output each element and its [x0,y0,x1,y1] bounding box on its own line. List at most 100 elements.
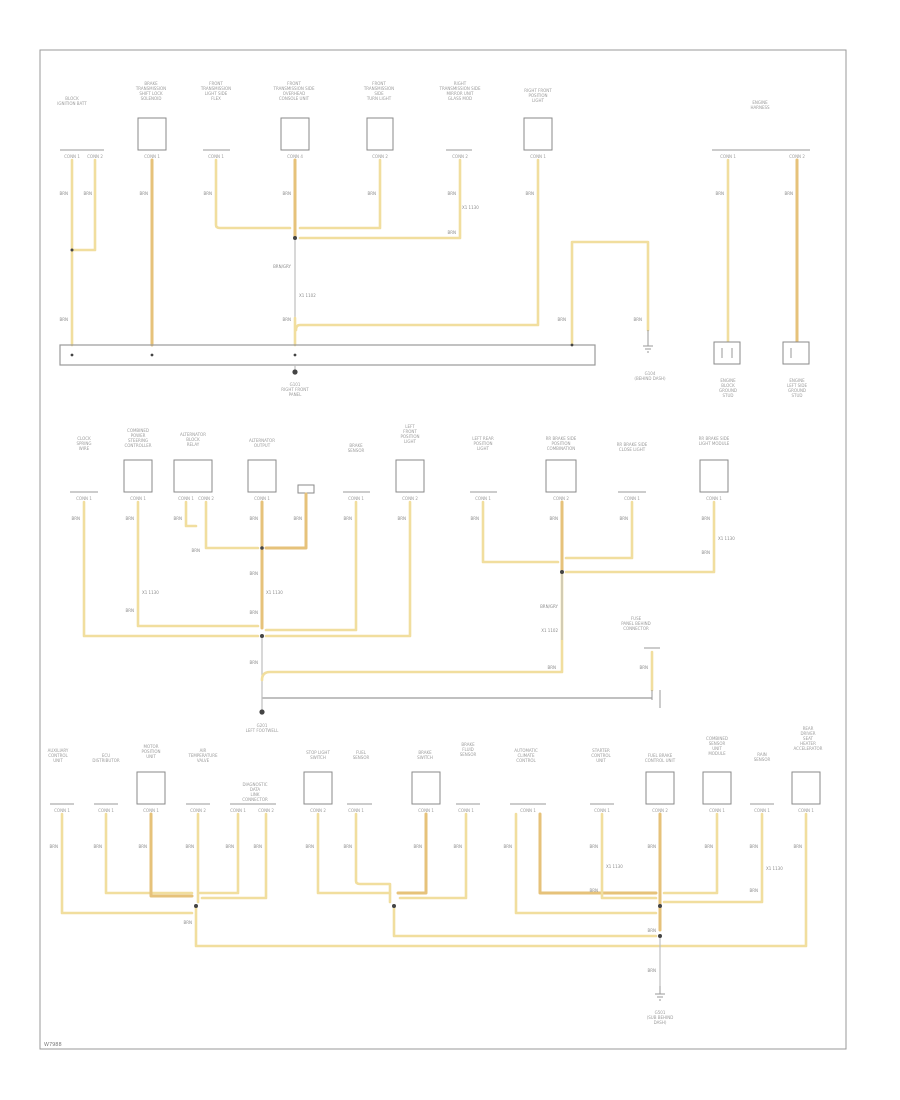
wire-tag-2: BRN [83,191,92,196]
component-box-m6 [395,459,425,493]
wire-tag-15: BRN [59,317,68,322]
wire-b5a [198,812,240,895]
pin-s8b: CONN 2 [789,154,805,159]
splice-m-upper [260,546,264,550]
pin-m2: CONN 1 [130,496,146,501]
wire-m2 [136,500,260,628]
wire-loop-right [570,240,650,347]
wire-tag-b2: BRN [93,844,102,849]
wire-tag-b3: BRN [138,844,147,849]
component-box-s4 [280,117,310,151]
splice-m-right [560,570,564,574]
splice-b-mid [392,904,396,908]
pin-m1: CONN 1 [76,496,92,501]
wire-tag-1: BRN [59,191,68,196]
wire-b-left-down [194,812,808,948]
diagram-frame [39,49,847,1050]
wire-tag-m21: X1 1102 [541,628,558,633]
pin-m8: CONN 2 [553,496,569,501]
wire-m10 [564,500,716,574]
wire-tag-m6: BRN [343,516,352,521]
wire-tag-m22: BRN [249,660,258,665]
wire-tag-m9: BRN [549,516,558,521]
splice-b-left [194,904,198,908]
wire-m3b [204,500,260,550]
bus-node-1 [70,353,74,357]
pin-b13: CONN 1 [709,808,725,813]
wire-s6 [298,158,462,240]
pin-b2: CONN 1 [98,808,114,813]
wire-s7 [294,158,540,332]
wire-tag-b16: BRN [793,844,802,849]
wire-tag-b10: BRN [453,844,462,849]
wire-tag-18: BRN [633,317,642,322]
ground-point-g3 [259,709,265,715]
pin-m5: CONN 1 [348,496,364,501]
component-box-s7 [523,117,553,151]
bus-node-4 [570,343,574,347]
wire-tag-10: BRN [784,191,793,196]
wire-tag-m14: X1 1130 [266,590,283,595]
wire-tag-b15: BRN [749,844,758,849]
wire-tag-m10: BRN [619,516,628,521]
wire-m-return [260,572,564,682]
wire-tag-b20: BRN [749,888,758,893]
pin-s1a: CONN 1 [64,154,80,159]
wire-b-mid-down [392,904,658,938]
wire-tag-12: BRN [447,230,456,235]
pin-s5: CONN 2 [372,154,388,159]
wire-b11 [600,812,658,900]
wire-s5 [298,158,382,230]
wire-m5 [264,500,358,632]
wire-s3 [214,158,292,230]
engine-stud-e2 [782,341,810,365]
wire-tag-b4: BRN [185,844,194,849]
ground-symbol-g1 [643,330,653,353]
pin-b14: CONN 1 [754,808,770,813]
engine-stud-e1-mark [721,348,733,358]
wire-m1 [82,500,260,638]
component-box-m8 [545,459,577,493]
wire-tag-m15: X1 1130 [142,590,159,595]
wire-tag-b11: BRN [503,844,512,849]
wire-tag-m8: BRN [470,516,479,521]
wire-tag-17: BRN [557,317,566,322]
figure-code: W7988 [44,1042,62,1048]
bus-node-3 [293,353,297,357]
pin-s4: CONN 4 [287,154,303,159]
wire-tag-m2: BRN [125,516,134,521]
pin-s2: CONN 1 [144,154,160,159]
pin-m9: CONN 1 [624,496,640,501]
wire-tag-b12: BRN [589,844,598,849]
engine-stud-e1 [713,341,741,365]
wire-b5b [200,812,268,900]
wire-tag-m18: X1 1130 [718,536,735,541]
component-box-m10 [699,459,729,493]
pin-m10: CONN 1 [706,496,722,501]
component-box-s5 [366,117,394,151]
component-box-m4 [247,459,277,493]
pin-s7: CONN 1 [530,154,546,159]
wire-tag-b1: BRN [49,844,58,849]
wire-tag-m24: BRN [639,665,648,670]
wire-tag-16: BRN [282,317,291,322]
